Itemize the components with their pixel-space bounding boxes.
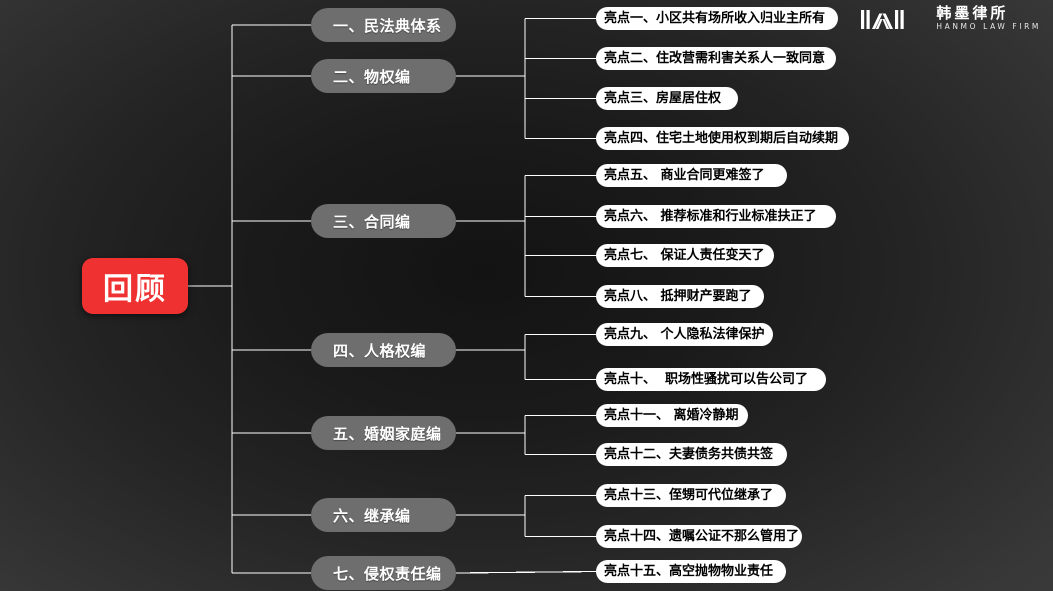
leaf-node[interactable]: 亮点十二、夫妻债务共债共签 <box>596 443 787 466</box>
branch-label: 三、合同编 <box>333 212 411 231</box>
leaf-node[interactable]: 亮点十五、高空抛物物业责任 <box>596 560 786 583</box>
leaf-label: 亮点四、住宅土地使用权到期后自动续期 <box>604 131 839 146</box>
branch-label: 六、继承编 <box>333 506 411 525</box>
leaf-label: 亮点十五、高空抛物物业责任 <box>604 564 774 579</box>
leaf-node[interactable]: 亮点四、住宅土地使用权到期后自动续期 <box>596 127 849 150</box>
leaf-node[interactable]: 亮点十三、侄甥可代位继承了 <box>596 484 786 507</box>
branch-node[interactable]: 二、物权编 <box>311 59 456 93</box>
leaf-node[interactable]: 亮点七、 保证人责任变天了 <box>596 244 774 267</box>
leaf-node[interactable]: 亮点十一、 离婚冷静期 <box>596 404 748 427</box>
leaf-node[interactable]: 亮点二、住改营需利害关系人一致同意 <box>596 47 836 70</box>
leaf-label: 亮点二、住改营需利害关系人一致同意 <box>604 51 826 66</box>
leaf-node[interactable]: 亮点十四、遗嘱公证不那么管用了 <box>596 525 802 548</box>
branch-label: 一、民法典体系 <box>333 16 442 35</box>
branch-node[interactable]: 一、民法典体系 <box>311 8 456 42</box>
logo-text-block: 韩墨律所 HANMO LAW FIRM <box>936 4 1041 32</box>
branch-node[interactable]: 七、侵权责任编 <box>311 556 456 590</box>
branch-label: 四、人格权编 <box>333 341 427 360</box>
branch-node[interactable]: 三、合同编 <box>311 204 456 238</box>
leaf-label: 亮点十二、夫妻债务共债共签 <box>604 447 774 462</box>
leaf-label: 亮点十一、 离婚冷静期 <box>604 408 739 423</box>
leaf-label: 亮点十四、遗嘱公证不那么管用了 <box>604 529 800 544</box>
leaf-node[interactable]: 亮点三、房屋居住权 <box>596 87 738 110</box>
leaf-label: 亮点十三、侄甥可代位继承了 <box>604 488 774 503</box>
leaf-node[interactable]: 亮点九、 个人隐私法律保护 <box>596 323 773 346</box>
logo-name-en: HANMO LAW FIRM <box>936 21 1041 31</box>
leaf-label: 亮点一、小区共有场所收入归业主所有 <box>604 11 826 26</box>
leaf-node[interactable]: 亮点十、 职场性骚扰可以告公司了 <box>596 368 826 391</box>
branch-node[interactable]: 六、继承编 <box>311 498 456 532</box>
branch-node[interactable]: 四、人格权编 <box>311 333 456 367</box>
branch-label: 七、侵权责任编 <box>333 564 442 583</box>
logo-name-cn: 韩墨律所 <box>936 4 1009 22</box>
leaf-node[interactable]: 亮点六、 推荐标准和行业标准扶正了 <box>596 205 836 228</box>
leaf-label: 亮点十、 职场性骚扰可以告公司了 <box>604 372 809 387</box>
hanmo-geometric-mark <box>861 9 905 29</box>
root-label: 回顾 <box>103 272 167 307</box>
leaf-label: 亮点三、房屋居住权 <box>604 91 722 106</box>
leaf-label: 亮点八、 抵押财产要跑了 <box>604 289 752 304</box>
leaf-node[interactable]: 亮点一、小区共有场所收入归业主所有 <box>596 7 838 30</box>
leaf-label: 亮点六、 推荐标准和行业标准扶正了 <box>604 209 817 224</box>
leaf-node[interactable]: 亮点五、 商业合同更难签了 <box>596 164 787 187</box>
leaf-node[interactable]: 亮点八、 抵押财产要跑了 <box>596 285 764 308</box>
leaf-label: 亮点七、 保证人责任变天了 <box>604 248 765 263</box>
branch-node[interactable]: 五、婚姻家庭编 <box>311 416 456 450</box>
company-logo: 韩墨律所 HANMO LAW FIRM <box>861 4 1041 32</box>
branch-label: 五、婚姻家庭编 <box>333 424 442 443</box>
branch-label: 二、物权编 <box>333 67 411 86</box>
leaf-label: 亮点五、 商业合同更难签了 <box>604 168 765 183</box>
root-node[interactable]: 回顾 <box>82 258 188 314</box>
leaf-label: 亮点九、 个人隐私法律保护 <box>604 327 765 342</box>
